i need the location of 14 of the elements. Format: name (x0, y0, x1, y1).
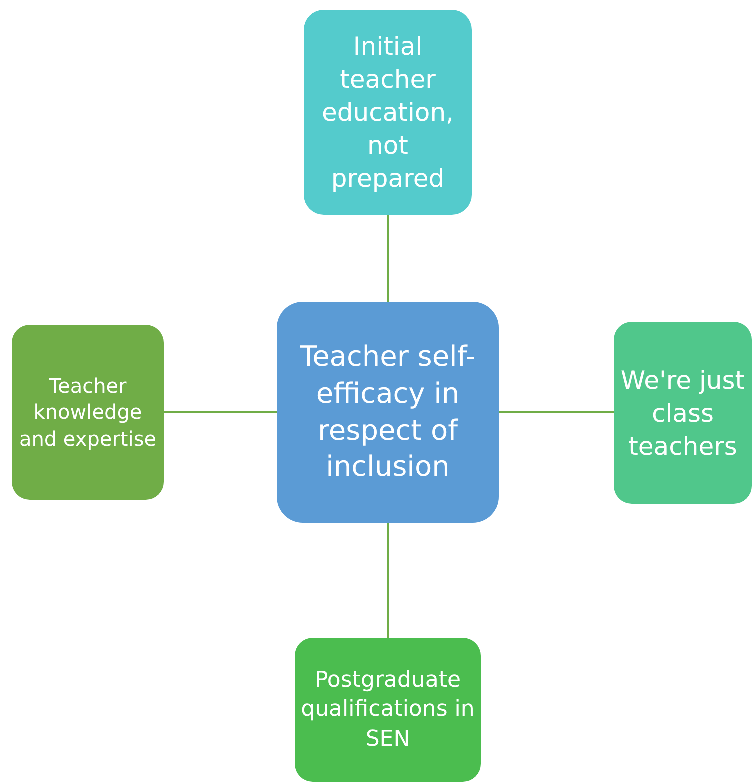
topic-box (12, 325, 164, 500)
topic-box (295, 638, 481, 782)
topic-box (304, 10, 472, 215)
topic-text: Initial teacher education, not prepared (321, 31, 455, 195)
topic-text: Postgraduate qualifications in SEN (301, 667, 475, 754)
topic-text: Teacher self-efficacy in respect of inclusion (299, 338, 477, 486)
connector-line (164, 412, 277, 414)
central-topic-box (277, 302, 499, 523)
connector-line (387, 215, 389, 302)
topic-text: We're just class teachers (620, 364, 746, 462)
topic-box (614, 322, 752, 504)
connector-line (387, 523, 389, 638)
connector-line (499, 412, 614, 414)
topic-text: Teacher knowledge and expertise (18, 372, 158, 452)
